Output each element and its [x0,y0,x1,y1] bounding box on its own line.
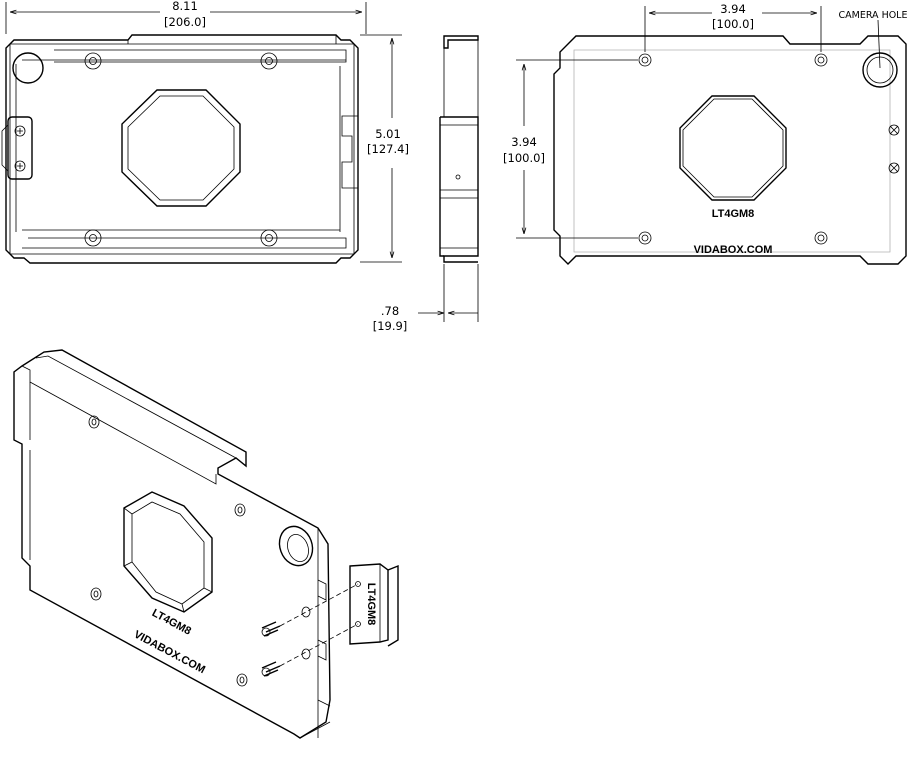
front-view: 8.11 [206.0] 5.01 [127.4] [1,0,409,264]
iso-octagon [123,491,213,613]
dim-hole-h-value: 3.94 [720,2,746,16]
dim-height-metric: [127.4] [367,142,409,156]
back-view: LT4GM8 VIDABOX.COM 3.94 [100.0] 3.94 [10… [503,2,908,265]
front-camera-hole [12,52,44,84]
dim-depth-metric: [19.9] [373,319,408,333]
dim-width-value: 8.11 [172,0,198,13]
back-octagon [679,95,787,201]
side-view: .78 [19.9] [373,35,479,333]
dim-hole-v-value: 3.94 [511,135,537,149]
back-camera-hole [862,52,898,88]
back-mount-holes [638,53,828,245]
dim-depth-value: .78 [381,304,399,318]
dim-width-metric: [206.0] [164,15,206,29]
screws [261,621,281,677]
back-model-label: LT4GM8 [712,208,755,220]
isometric-view: LT4GM8 VIDABOX.COM LT4GM8 [13,349,399,739]
back-website-label: VIDABOX.COM [694,244,773,256]
front-left-bracket [1,116,33,180]
front-mount-holes [84,52,278,247]
dim-hole-v-metric: [100.0] [503,151,545,165]
dim-hole-h-metric: [100.0] [712,17,754,31]
iso-mount-holes [88,415,311,687]
iso-bracket: LT4GM8 [349,563,399,647]
bracket-model-label: LT4GM8 [365,583,377,626]
camera-hole-callout: CAMERA HOLE [839,10,908,21]
front-octagon [121,89,241,207]
iso-model-label: LT4GM8 [150,607,193,638]
dim-height-value: 5.01 [375,127,401,141]
